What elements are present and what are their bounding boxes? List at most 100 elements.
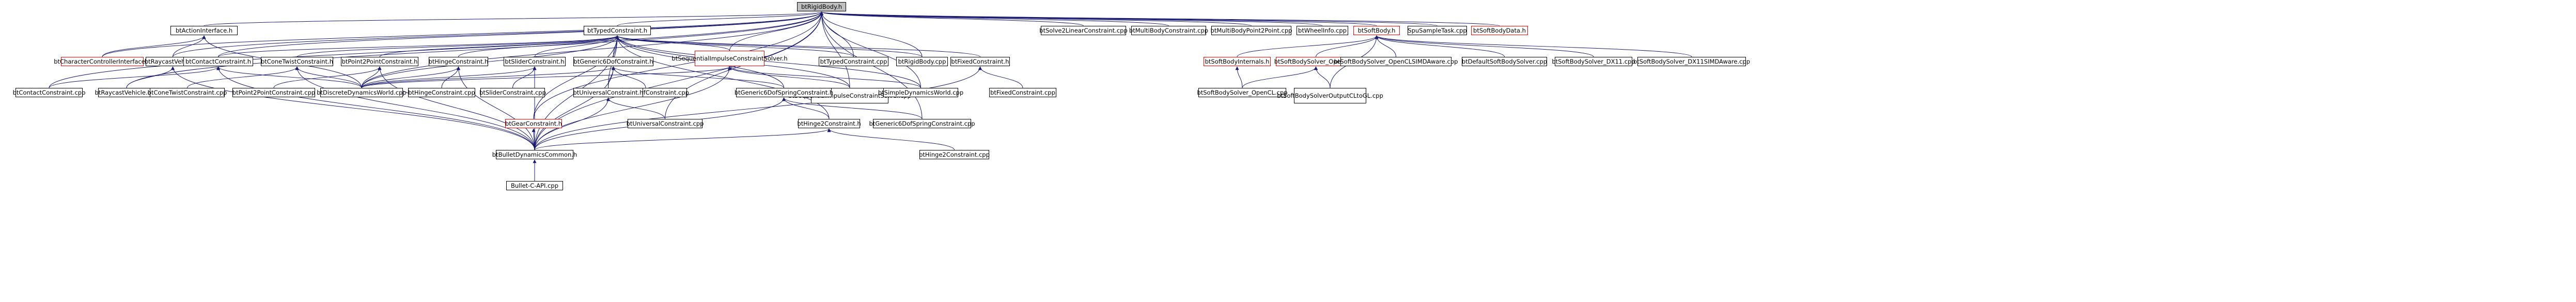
graph-edge (126, 11, 823, 88)
graph-edge (295, 66, 535, 150)
graph-edge (820, 11, 1500, 26)
graph-node-label: btHinge2Constraint.h (797, 120, 861, 127)
graph-node-label: btConeTwistConstraint.cpp (147, 89, 227, 96)
graph-node-n47[interactable]: btSoftBodySolver_DX11SIMDAware.cpp (1633, 57, 1750, 66)
graph-node-label: btSoftBodySolver_DX11.cpp (1552, 58, 1635, 65)
graph-node-n45[interactable]: btDefaultSoftBodySolver.cpp (1462, 57, 1547, 66)
graph-edge (782, 97, 923, 119)
graph-node-label: btBulletDynamicsCommon.h (492, 151, 577, 158)
graph-edge (49, 66, 220, 88)
graph-node-n44[interactable]: btSoftBodySolver_OpenCLSIMDAware.cpp (1334, 57, 1458, 66)
graph-edge (173, 11, 823, 57)
graph-node-n20[interactable]: btUniversalConstraint.cpp (626, 119, 704, 128)
graph-node-label: btConeTwistConstraint.h (260, 58, 334, 65)
graph-node-n29[interactable]: btTypedConstraint.cpp (819, 57, 888, 66)
graph-edge (533, 35, 619, 119)
graph-edge (534, 66, 615, 150)
graph-node-label: btTypedConstraint.cpp (820, 58, 887, 65)
graph-node-n12[interactable]: btDiscreteDynamicsWorld.cpp (317, 88, 407, 97)
graph-node-label: btFixedConstraint.cpp (990, 89, 1055, 96)
graph-node-n43[interactable]: btSoftBodySolver_OpenCL.h (1274, 57, 1358, 66)
graph-node-n41[interactable]: btSoftBodyData.h (1471, 26, 1528, 35)
graph-node-n40[interactable]: SpuSampleTask.cpp (1408, 26, 1467, 35)
graph-edge (820, 11, 921, 88)
graph-node-n8[interactable]: btConeTwistConstraint.h (261, 57, 333, 66)
graph-node-n6[interactable]: btContactConstraint.h (183, 57, 253, 66)
graph-node-n2[interactable]: btCharacterControllerInterface.h (54, 57, 151, 66)
graph-node-n5[interactable]: btTypedConstraint.h (584, 26, 651, 35)
graph-edge (218, 35, 619, 57)
graph-node-label: btSoftBodySolverOutputCLtoGL.cpp (1277, 92, 1383, 99)
graph-node-n37[interactable]: btMultiBodyPoint2Point.cpp (1210, 26, 1292, 35)
graph-node-n21[interactable]: btGearConstraint.h (505, 119, 562, 128)
graph-edge (615, 35, 921, 88)
graph-node-n49[interactable]: btSoftBodySolverOutputCLtoGL.cpp (1277, 88, 1383, 103)
graph-edge (615, 35, 980, 57)
graph-node-n26[interactable]: btGeneric6DofSpringConstraint.cpp (869, 119, 975, 128)
graph-node-n9[interactable]: btConeTwistConstraint.cpp (147, 88, 227, 97)
graph-node-label: btSoftBodyData.h (1473, 27, 1526, 34)
graph-node-n22[interactable]: btSequentialImpulseConstraintSolver.h (672, 51, 788, 66)
graph-node-n14[interactable]: btHingeConstraint.cpp (408, 88, 475, 97)
graph-node-label: btActionInterface.h (175, 27, 233, 34)
graph-edge (615, 35, 854, 57)
graph-edge (820, 11, 850, 88)
graph-edge (296, 35, 619, 57)
graph-node-label: btSequentialImpulseConstraintSolver.h (672, 55, 788, 62)
graph-node-n39[interactable]: btSoftBody.h (1353, 26, 1400, 35)
graph-edge (827, 128, 955, 150)
graph-node-n42[interactable]: btSoftBodyInternals.h (1204, 57, 1271, 66)
graph-node-label: btUniversalConstraint.cpp (626, 120, 704, 127)
graph-edge (1375, 35, 1692, 57)
graph-edge (102, 35, 206, 57)
graph-edge (1375, 35, 1396, 57)
graph-edge (728, 66, 850, 88)
graph-node-n25[interactable]: btGeneric6DofSpringConstraint.h (735, 88, 833, 97)
graph-node-n17[interactable]: btGeneric6DofConstraint.h (573, 57, 653, 66)
graph-node-n38[interactable]: btWheelInfo.cpp (1297, 26, 1348, 35)
graph-node-n16[interactable]: btSliderConstraint.cpp (479, 88, 546, 97)
graph-edge (820, 11, 923, 57)
graph-node-label: btSoftBodySolver_DX11SIMDAware.cpp (1633, 58, 1751, 65)
graph-edge (378, 66, 535, 150)
graph-node-n31[interactable]: btFixedConstraint.h (950, 57, 1010, 66)
graph-node-n10[interactable]: btPoint2PointConstraint.h (341, 57, 418, 66)
graph-node-n24[interactable]: btSimpleDynamicsWorld.cpp (878, 88, 963, 97)
graph-node-n19[interactable]: btUniversalConstraint.h (573, 88, 644, 97)
graph-edge (218, 11, 823, 57)
graph-edge (216, 66, 362, 88)
graph-edge (534, 128, 831, 150)
graph-node-n33[interactable]: btBulletDynamicsCommon.h (492, 150, 577, 159)
graph-node-label: btHinge2Constraint.cpp (919, 151, 990, 158)
graph-node-n27[interactable]: btHinge2Constraint.h (797, 119, 861, 128)
graph-edge (533, 11, 823, 119)
graph-node-label: btFixedConstraint.h (951, 58, 1009, 65)
graph-node-n28[interactable]: btHinge2Constraint.cpp (919, 150, 990, 159)
graph-node-n35[interactable]: btSolve2LinearConstraint.cpp (1039, 26, 1128, 35)
graph-edge (204, 11, 823, 26)
graph-node-label: btContactConstraint.h (185, 58, 252, 65)
graph-node-n13[interactable]: btHingeConstraint.h (429, 57, 488, 66)
graph-node-n32[interactable]: btFixedConstraint.cpp (989, 88, 1056, 97)
graph-node-n46[interactable]: btSoftBodySolver_DX11.cpp (1552, 57, 1635, 66)
graph-edge (534, 35, 619, 57)
graph-node-n15[interactable]: btSliderConstraint.h (504, 57, 566, 66)
graph-node-label: btHingeConstraint.h (428, 58, 489, 65)
graph-node-n34[interactable]: Bullet-C-API.cpp (506, 181, 563, 190)
graph-node-label: btGeneric6DofSpringConstraint.cpp (869, 120, 975, 127)
graph-node-n30[interactable]: btRigidBody.cpp (896, 57, 948, 66)
graph-node-n4[interactable]: btRaycastVehicle.cpp (95, 88, 159, 97)
graph-node-label: btSoftBodySolver_OpenCL.h (1274, 58, 1358, 65)
graph-node-label: btMultiBodyPoint2Point.cpp (1210, 27, 1292, 34)
graph-node-n11[interactable]: btPoint2PointConstraint.cpp (232, 88, 315, 97)
graph-edge (1237, 35, 1379, 57)
graph-node-label: btUniversalConstraint.h (573, 89, 644, 96)
graph-node-n48[interactable]: btSoftBodySolver_OpenCL.cpp (1197, 88, 1288, 97)
graph-node-label: btSoftBodyInternals.h (1205, 58, 1270, 65)
graph-node-label: btPoint2PointConstraint.h (341, 58, 418, 65)
graph-node-n1[interactable]: btActionInterface.h (170, 26, 238, 35)
graph-edge (820, 11, 1084, 26)
graph-node-n7[interactable]: btContactConstraint.cpp (13, 88, 85, 97)
graph-edge (361, 66, 537, 88)
graph-node-n36[interactable]: btMultiBodyConstraint.cpp (1129, 26, 1208, 35)
